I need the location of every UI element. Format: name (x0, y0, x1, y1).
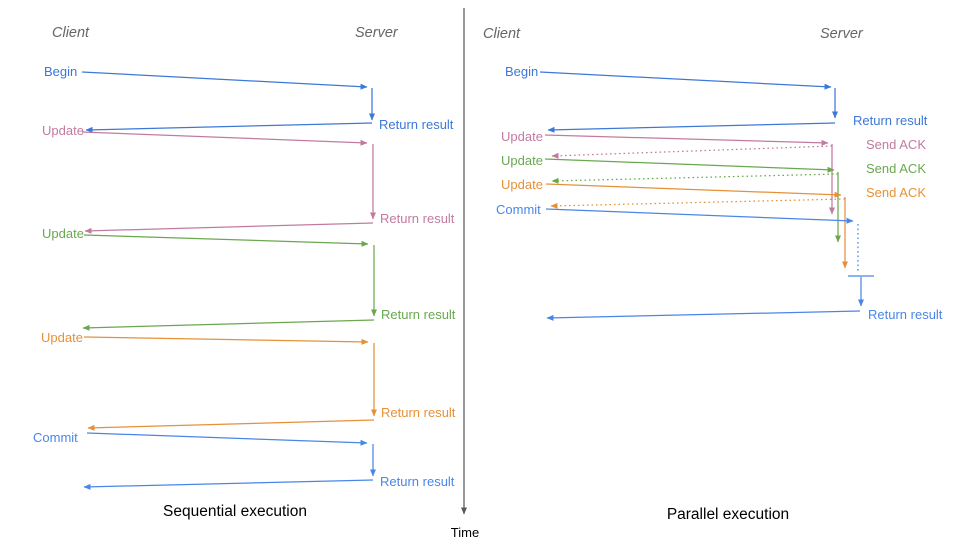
right-begin-label: Begin (505, 64, 538, 79)
left-update2-label: Update (42, 226, 84, 241)
left-commit-request-line (86, 432, 368, 446)
left-update2-request-line (83, 234, 369, 247)
left-begin-request-line (81, 71, 368, 90)
left-update1-return-line (84, 222, 374, 234)
left-begin-return-line (85, 122, 373, 133)
right-client-header: Client (483, 26, 521, 42)
left-update3-return-line (87, 419, 375, 431)
left-commit-response-label: Return result (380, 474, 455, 489)
left-begin-label: Begin (44, 64, 77, 79)
right-update1-label: Update (501, 129, 543, 144)
right-panel: Client Server Begin Return result Update… (483, 26, 943, 523)
right-update3-label: Update (501, 177, 543, 192)
right-update3-request-line (545, 183, 842, 198)
right-commit-return-line (546, 310, 861, 321)
right-update2-ack-line (551, 173, 839, 184)
left-update1-response-label: Return result (380, 211, 455, 226)
time-axis-label: Time (451, 525, 479, 540)
right-commit-request-line (545, 208, 854, 224)
right-server-header: Server (820, 26, 864, 42)
right-update2-label: Update (501, 153, 543, 168)
right-commit-label: Commit (496, 202, 541, 217)
left-update3-label: Update (41, 330, 83, 345)
left-update2-return-line (82, 319, 375, 331)
right-update1-response-label: Send ACK (866, 137, 926, 152)
right-update2-request-line (544, 158, 835, 173)
left-panel: Client Server Begin Return result Update… (33, 25, 456, 520)
left-commit-return-line (83, 479, 374, 490)
left-server-header: Server (355, 25, 399, 41)
right-panel-caption: Parallel execution (667, 506, 789, 523)
right-update1-ack-line (551, 145, 833, 159)
left-commit-label: Commit (33, 430, 78, 445)
left-update1-request-line (81, 131, 368, 146)
right-commit-response-label: Return result (868, 307, 943, 322)
left-update1-label: Update (42, 123, 84, 138)
left-update3-request-line (83, 336, 369, 345)
right-begin-return-line (547, 122, 836, 133)
left-panel-caption: Sequential execution (163, 503, 307, 520)
right-update1-request-line (544, 134, 829, 146)
left-update3-response-label: Return result (381, 405, 456, 420)
right-begin-request-line (539, 71, 832, 90)
right-update3-ack-line (550, 198, 846, 209)
left-begin-response-label: Return result (379, 117, 454, 132)
right-update2-response-label: Send ACK (866, 161, 926, 176)
right-update3-response-label: Send ACK (866, 185, 926, 200)
left-update2-response-label: Return result (381, 307, 456, 322)
left-client-header: Client (52, 25, 90, 41)
right-begin-response-label: Return result (853, 113, 928, 128)
